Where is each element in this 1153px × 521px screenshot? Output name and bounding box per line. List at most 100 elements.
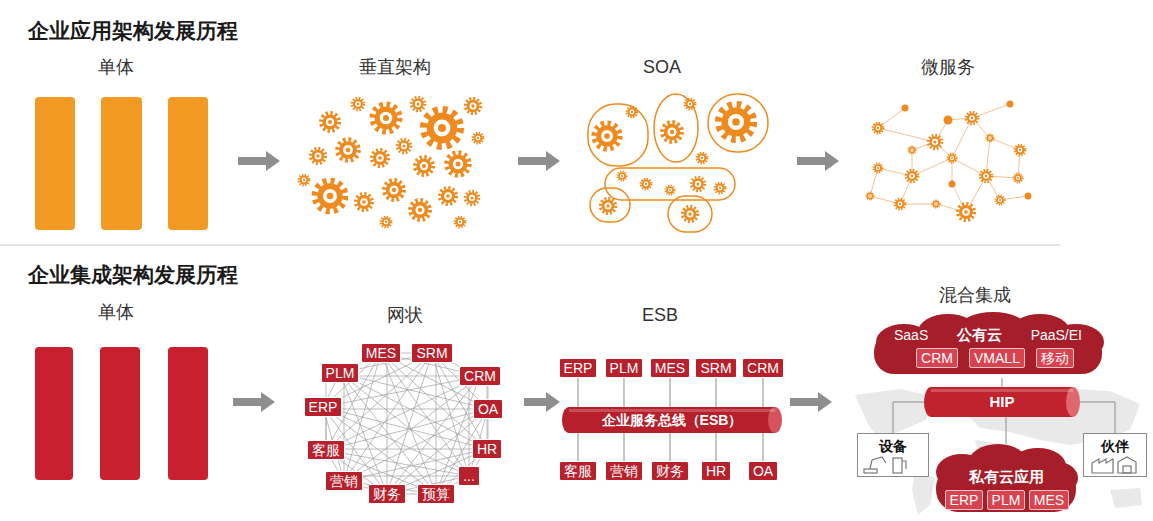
system-box: 客服 — [307, 440, 345, 460]
section-divider — [0, 245, 1060, 246]
service-dot — [902, 105, 909, 112]
partner-icon — [1092, 457, 1136, 473]
gear — [666, 186, 675, 195]
connector — [401, 353, 411, 354]
label-slot: 单体 — [98, 301, 134, 324]
node-text: 财务 — [373, 485, 401, 503]
node-text: MES — [366, 344, 396, 362]
public-cloud: SaaS公有云PaaS/EICRMVMALL移动 — [868, 314, 1108, 378]
gear — [356, 194, 373, 211]
cloud-app-box: MES — [1029, 490, 1069, 510]
gear — [996, 196, 1005, 205]
gear — [601, 199, 616, 214]
label-slot: SOA — [643, 56, 681, 79]
node-text: CRM — [747, 359, 779, 377]
connector — [578, 433, 579, 461]
connector — [1002, 378, 1003, 387]
gear — [440, 188, 457, 205]
service-dot — [1007, 101, 1014, 108]
gear — [410, 200, 430, 220]
panel-ground — [857, 433, 929, 477]
gear — [415, 157, 433, 175]
connector — [623, 378, 624, 407]
gear — [874, 164, 883, 173]
stage-arrow — [233, 392, 275, 412]
connector — [359, 376, 459, 377]
node-text: HIP — [989, 393, 1014, 411]
label-slot: ESB — [642, 304, 678, 327]
stage-label: ESB — [642, 304, 678, 327]
gear — [873, 123, 884, 134]
node-text: ERP — [564, 359, 593, 377]
micro-link — [952, 118, 972, 158]
connector — [363, 476, 458, 477]
micro-link — [878, 128, 935, 142]
node-text: ERP — [950, 491, 979, 509]
connector — [348, 383, 428, 484]
node-text: 预算 — [422, 485, 450, 503]
stage-arrow — [524, 392, 560, 412]
connector — [670, 378, 671, 407]
system-box: ERP — [304, 397, 343, 417]
service-bus: 企业服务总线（ESB） — [562, 407, 782, 433]
gear — [958, 204, 975, 221]
stage-label: SOA — [643, 56, 681, 79]
system-box: PLM — [321, 363, 360, 383]
gear — [455, 217, 466, 228]
belt — [654, 94, 698, 162]
label-slot: 垂直架构 — [359, 56, 431, 79]
monolith-bar — [35, 97, 75, 230]
robot-base — [864, 469, 877, 473]
cylinder-body — [931, 387, 1073, 417]
node-text: 营销 — [330, 472, 358, 490]
gear — [594, 123, 620, 149]
factory — [1092, 459, 1113, 473]
system-box: 营销 — [325, 471, 363, 491]
label-slot: 企业应用架构发展历程 — [28, 17, 238, 44]
gear — [397, 139, 411, 153]
connector — [328, 383, 335, 397]
node-text: 伙伴 — [1101, 437, 1129, 455]
stage-label: 单体 — [98, 301, 134, 324]
connector — [476, 459, 481, 466]
connector — [487, 386, 488, 399]
connector — [344, 383, 383, 484]
gear — [384, 180, 404, 200]
cloud-app-box: VMALL — [969, 348, 1025, 368]
node-text: 设备 — [879, 437, 907, 455]
cloud-app-box: 移动 — [1036, 348, 1074, 368]
gear — [906, 170, 918, 182]
node-text: VMALL — [974, 349, 1020, 367]
connector — [468, 386, 469, 466]
section-heading: 企业应用架构发展历程 — [28, 17, 238, 44]
node-text: ... — [463, 467, 475, 485]
system-box: HR — [472, 439, 502, 459]
label-slot: 微服务 — [921, 56, 975, 79]
system-box: CRM — [742, 358, 784, 378]
stage-label: 单体 — [98, 56, 134, 79]
gear — [424, 110, 460, 146]
connector — [1080, 402, 1115, 433]
stage-label: 混合集成 — [939, 284, 1011, 307]
gear — [895, 199, 906, 210]
system-box: PLM — [605, 358, 644, 378]
system-box: CRM — [459, 366, 501, 386]
node-text: HR — [706, 462, 726, 480]
stage-arrow — [518, 151, 560, 171]
connector — [345, 449, 472, 450]
service-dot — [949, 181, 956, 188]
belt — [588, 104, 648, 166]
gear — [311, 149, 326, 164]
stage-arrow — [790, 392, 832, 412]
gear — [980, 170, 992, 182]
cloud-app-box: ERP — [945, 490, 984, 510]
node-text: 移动 — [1041, 349, 1069, 367]
node-text: 客服 — [564, 462, 592, 480]
cloud-app-box: PLM — [987, 490, 1026, 510]
cloud-service-label: SaaS — [894, 325, 928, 345]
connector — [359, 362, 360, 364]
gear — [465, 191, 479, 205]
micro-link — [912, 158, 952, 176]
cloud-service-label: PaaS/EI — [1031, 325, 1082, 345]
